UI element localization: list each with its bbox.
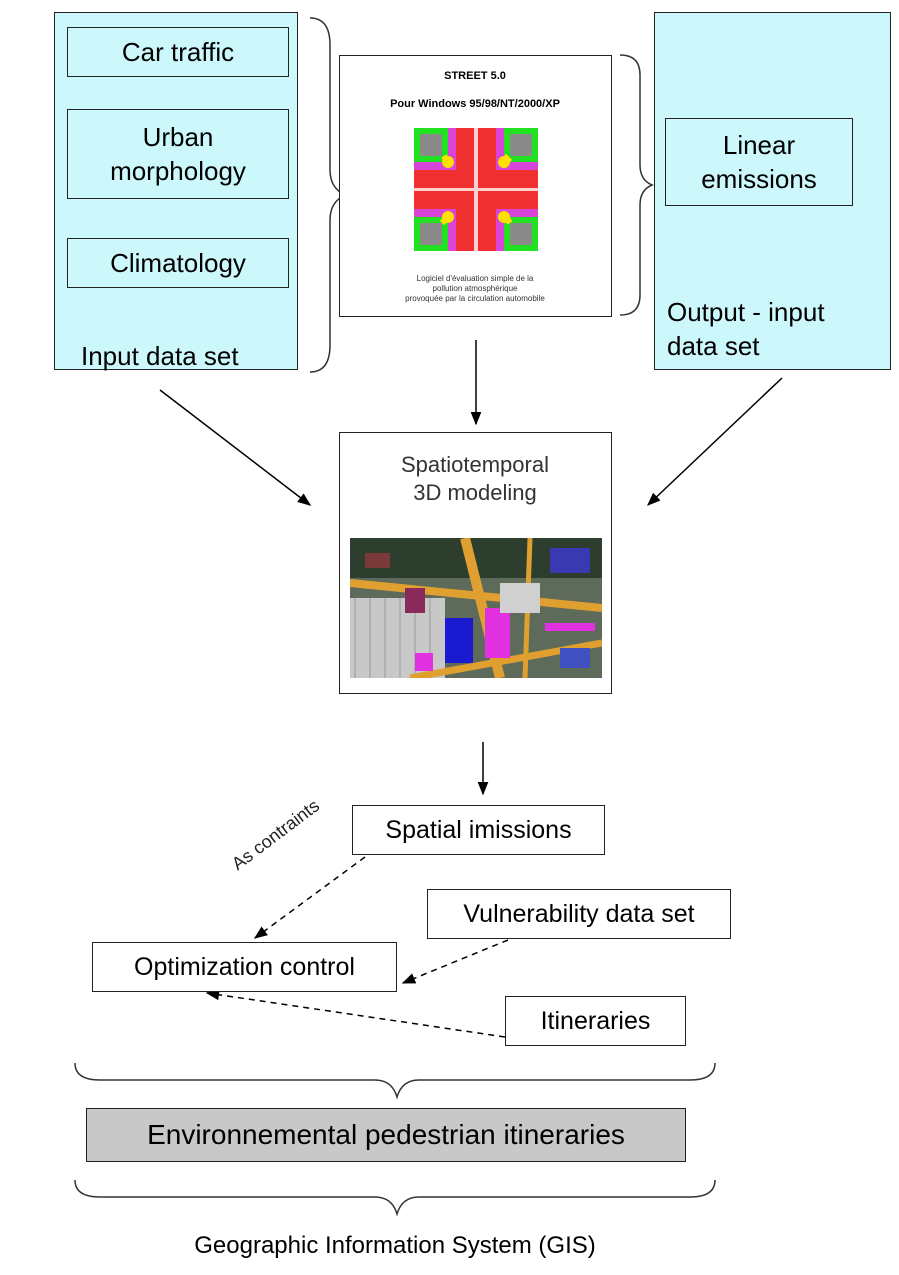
street-footer-line-1: Logiciel d'évaluation simple de la: [416, 274, 534, 283]
car-traffic-box: Car traffic: [67, 27, 289, 77]
vulnerability-label: Vulnerability data set: [463, 899, 695, 928]
modeling-title: Spatiotemporal 3D modeling: [401, 452, 549, 505]
urban-morphology-label: Urban morphology: [110, 122, 246, 186]
right-brace: [619, 54, 654, 316]
modeling-map-image: [350, 538, 602, 678]
itineraries-label: Itineraries: [540, 1006, 651, 1035]
street-title: STREET 5.0: [444, 70, 506, 82]
environmental-itineraries-box: Environnemental pedestrian itineraries: [86, 1108, 686, 1162]
climatology-label: Climatology: [110, 248, 246, 278]
input-data-panel: Car traffic Urban morphology Climatology…: [54, 12, 298, 371]
output-data-panel: Linear emissions Output - input data set: [654, 12, 891, 370]
dashed-arrow-vulnerability-to-optimization: [401, 939, 509, 984]
street-intersection-graphic: [414, 128, 538, 251]
brace-below-environmental: [74, 1179, 716, 1217]
urban-morphology-box: Urban morphology: [67, 109, 289, 199]
linear-emissions-box: Linear emissions: [665, 118, 853, 206]
street-software-box: STREET 5.0 Pour Windows 95/98/NT/2000/XP…: [339, 55, 612, 317]
input-panel-caption: Input data set: [81, 341, 239, 371]
itineraries-box: Itineraries: [505, 996, 686, 1046]
climatology-box: Climatology: [67, 238, 289, 288]
car-traffic-label: Car traffic: [121, 37, 235, 67]
dashed-arrow-itineraries-to-optimization: [205, 989, 506, 1038]
street-footer-line-3: provoquée par la circulation automobile: [405, 294, 545, 303]
dashed-arrow-imissions-to-optimization: [253, 856, 366, 939]
vulnerability-box: Vulnerability data set: [427, 889, 731, 939]
gis-footer: Geographic Information System (GIS): [194, 1232, 596, 1259]
arrow-input-to-modeling: [159, 389, 312, 506]
linear-emissions-label: Linear emissions: [701, 130, 817, 194]
spatial-imissions-label: Spatial imissions: [385, 815, 572, 844]
brace-above-environmental: [74, 1062, 716, 1100]
environmental-itineraries-label: Environnemental pedestrian itineraries: [147, 1119, 625, 1150]
street-subtitle: Pour Windows 95/98/NT/2000/XP: [390, 98, 560, 110]
optimization-box: Optimization control: [92, 942, 397, 992]
arrow-output-to-modeling: [647, 377, 783, 506]
street-footer-line-2: pollution atmosphérique: [432, 284, 518, 293]
modeling-box: Spatiotemporal 3D modeling: [339, 432, 612, 694]
optimization-label: Optimization control: [134, 952, 355, 981]
output-panel-caption: Output - input data set: [667, 297, 825, 361]
spatial-imissions-box: Spatial imissions: [352, 805, 605, 855]
